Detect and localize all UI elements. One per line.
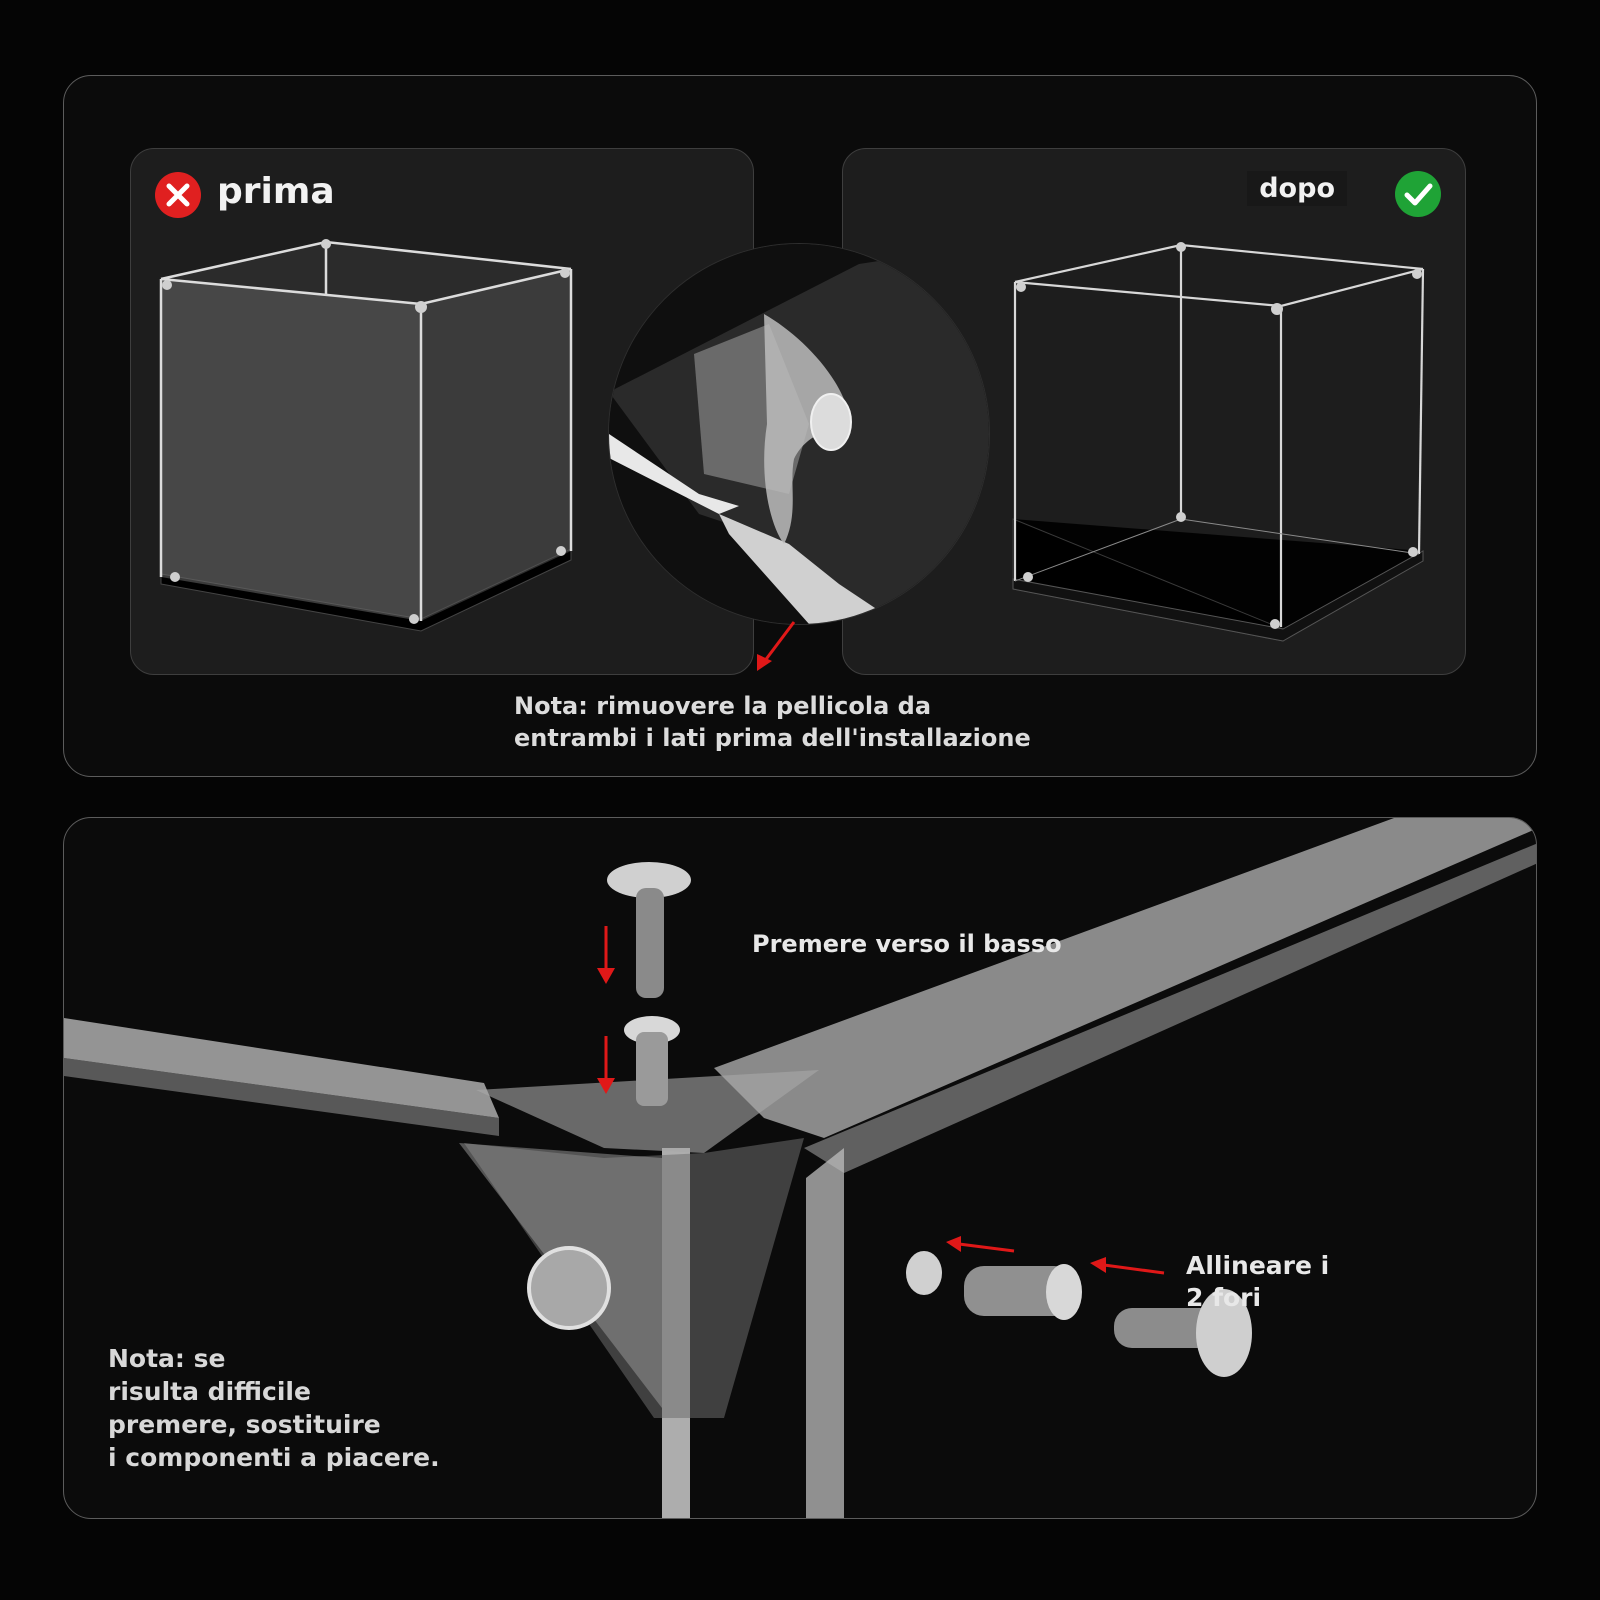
screw-insert xyxy=(624,1016,680,1106)
frosted-display-cube xyxy=(159,239,573,632)
after-label: dopo xyxy=(1247,171,1347,206)
note-line: Nota: se xyxy=(108,1344,226,1373)
note-line: risulta difficile xyxy=(108,1377,311,1406)
top-arrow-layer xyxy=(757,621,796,671)
note-line: Nota: rimuovere la pellicola da xyxy=(514,692,932,720)
after-card: dopo xyxy=(842,148,1466,675)
side-screw-head xyxy=(527,1246,611,1330)
label-line: Allineare i xyxy=(1186,1251,1330,1280)
before-label: prima xyxy=(217,171,335,212)
assembly-panel: Premere verso il basso Allineare i 2 for… xyxy=(63,817,1537,1519)
label-line: 2 fori xyxy=(1186,1283,1262,1312)
difficulty-note: Nota: se risulta difficile premere, sost… xyxy=(108,1342,440,1474)
align-holes-label: Allineare i 2 fori xyxy=(1186,1250,1329,1314)
screw-top xyxy=(607,862,691,998)
note-line: premere, sostituire xyxy=(108,1410,381,1439)
press-down-label: Premere verso il basso xyxy=(752,930,1062,958)
note-line: i componenti a piacere. xyxy=(108,1443,440,1472)
red-arrow-icon xyxy=(597,926,1165,1275)
x-circle-icon xyxy=(155,172,201,218)
before-after-panel: prima xyxy=(63,75,1537,777)
peel-film-note: Nota: rimuovere la pellicola da entrambi… xyxy=(514,690,1031,754)
check-circle-icon xyxy=(1395,171,1441,217)
note-line: entrambi i lati prima dell'installazione xyxy=(514,724,1031,752)
red-arrow-icon xyxy=(757,654,772,671)
corner-connector-illustration xyxy=(64,818,1536,1518)
clear-display-cube xyxy=(1012,242,1425,642)
film-peel-zoom-circle xyxy=(608,243,990,625)
align-insert xyxy=(964,1266,1074,1316)
peeling-film-illustration xyxy=(609,244,989,624)
